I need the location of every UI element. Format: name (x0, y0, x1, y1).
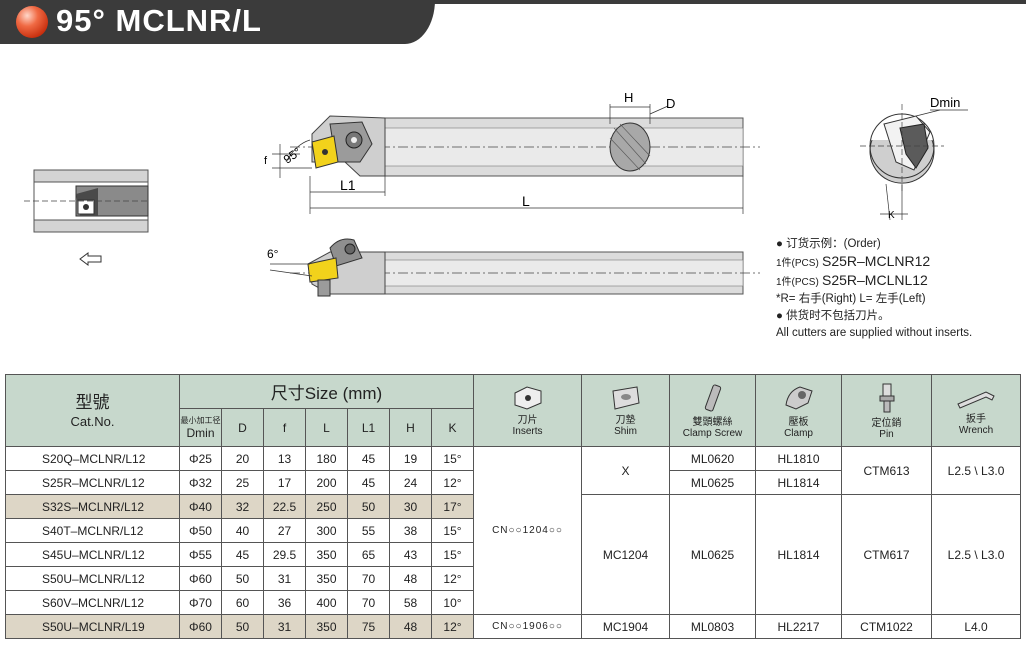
screw-cell-1: ML0620 (669, 446, 757, 471)
tool-side-view (272, 104, 760, 214)
col-k: K (430, 408, 475, 447)
insert-icon (514, 385, 542, 410)
table-row: S25R–MCLNR/L12 Φ32 25 17 200 45 24 12° M… (5, 470, 1021, 495)
arrow-left-icon (79, 252, 102, 266)
clamp-cell-2: HL1814 (755, 470, 843, 495)
dmin-label: Dmin (930, 95, 960, 110)
table-row: S40T–MCLNR/L12 Φ50 40 27 300 55 38 15° (5, 518, 1021, 543)
hex-wrench-icon (957, 390, 995, 409)
bore-diagram (24, 169, 150, 266)
tool-end-view (860, 104, 968, 221)
clamp-icon (784, 385, 813, 410)
wrench-cell-1: L2.5 \ L3.0 (931, 446, 1022, 495)
l-label: L (522, 193, 530, 209)
col-d: D (221, 408, 264, 447)
pin-cell-1: CTM613 (841, 446, 933, 495)
hand-legend: *R= 右手(Right) L= 左手(Left) (776, 293, 926, 305)
wrench-cell-a: L2.5 \ L3.0 (931, 494, 1022, 615)
inserts-cell-a: CN○○1204○○ (473, 446, 583, 615)
inserts-header: 刀片 Inserts (473, 374, 583, 447)
col-f: f (263, 408, 306, 447)
screw-cell-2: ML0625 (669, 470, 757, 495)
col-l: L (305, 408, 348, 447)
table-row: S32S–MCLNR/L12 Φ40 32 22.5 250 50 30 17°… (5, 494, 1022, 615)
table-row: S20Q–MCLNR/L12 Φ25 20 13 180 45 19 15° C… (5, 446, 1022, 615)
screw-cell-b: ML0803 (669, 614, 757, 639)
f-label: f (264, 155, 268, 167)
h-label: H (624, 90, 633, 105)
clamp-cell-b: HL2217 (755, 614, 843, 639)
clamp-header: 壓板 Clamp (755, 374, 843, 447)
order-info: ● 订货示例：(Order) 1件(PCS) S25R–MCLNR12 1件(P… (776, 236, 1016, 342)
shim-header: 刀墊 Shim (581, 374, 671, 447)
wrench-header: 扳手 Wrench (931, 374, 1022, 447)
red-ball-icon (16, 6, 48, 38)
table-row: S60V–MCLNR/L12 Φ70 60 36 400 70 58 10° (5, 590, 1021, 615)
angle-95-label: 95° (281, 145, 304, 167)
clamp-cell-1: HL1810 (755, 446, 843, 471)
wrench-cell-b: L4.0 (931, 614, 1022, 639)
clamp-screw-header: 雙頭螺絲 Clamp Screw (669, 374, 757, 447)
col-h: H (389, 408, 432, 447)
l1-label: L1 (340, 177, 356, 193)
pin-icon (879, 383, 895, 412)
table-row: S50U–MCLNR/L12 Φ60 50 31 350 70 48 12° (5, 566, 1021, 591)
size-header: 尺寸Size (mm) (178, 374, 475, 409)
col-l1: L1 (347, 408, 390, 447)
clamp-cell-a: HL1814 (755, 494, 843, 615)
header-banner: 95° MCLNR/L (0, 0, 435, 44)
order-example-title: ● 订货示例：(Order) (776, 238, 881, 250)
pin-cell-a: CTM617 (841, 494, 933, 615)
screw-icon (704, 383, 721, 412)
pin-cell-b: CTM1022 (841, 614, 933, 639)
supply-note-en: All cutters are supplied without inserts… (776, 327, 973, 339)
d-label: D (666, 96, 675, 111)
shim-cell-b: MC1904 (581, 614, 671, 639)
table-row: S50U–MCLNR/L19 Φ60 50 31 350 75 48 12° C… (5, 614, 1022, 639)
shim-cell-a: MC1204 (581, 494, 671, 615)
pin-header: 定位銷 Pin (841, 374, 933, 447)
spec-table: 型號 Cat.No. 尺寸Size (mm) 刀片 Inserts 刀墊 Shi… (5, 374, 1022, 639)
order-example-left: 1件(PCS) S25R–MCLNL12 (776, 272, 928, 288)
screw-cell-a: ML0625 (669, 494, 757, 615)
page-title: 95° MCLNR/L (56, 3, 262, 38)
angle-6-label: 6° (267, 247, 279, 261)
k-label: K (888, 210, 895, 221)
shim-cell-x: X (581, 446, 671, 495)
catno-header: 型號 Cat.No. (5, 374, 180, 447)
tool-top-view (269, 238, 760, 297)
header-rule (420, 0, 1026, 4)
tool-drawing: 95° f L1 L H D 6° Dmin K (24, 90, 968, 297)
supply-note-cn: ● 供货时不包括刀片。 (776, 310, 890, 322)
shim-icon (611, 385, 640, 410)
order-example-right: 1件(PCS) S25R–MCLNR12 (776, 253, 931, 269)
inserts-cell-b: CN○○1906○○ (473, 614, 583, 639)
